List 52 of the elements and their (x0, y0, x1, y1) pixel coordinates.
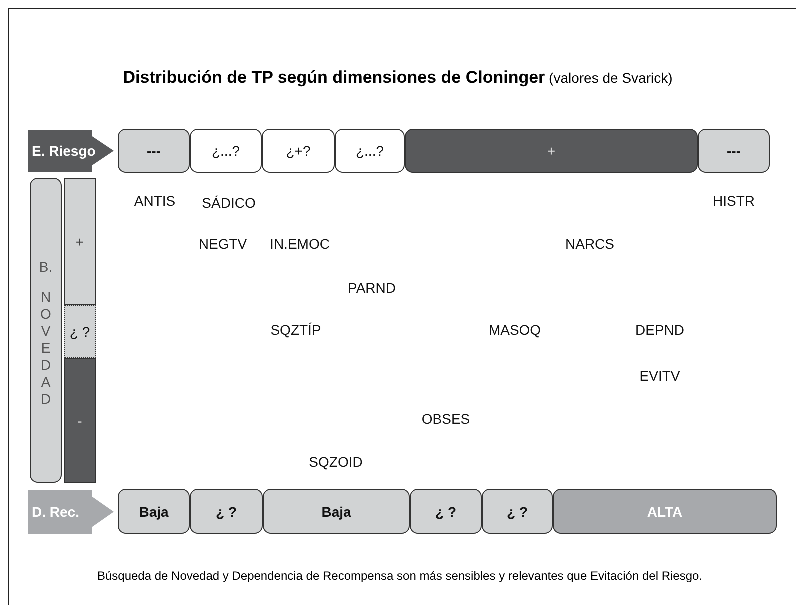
value-box (262, 129, 335, 173)
value-box (553, 489, 777, 534)
disorder-label: MASOQ (488, 322, 542, 338)
disorder-label: PARND (348, 280, 396, 296)
value-box (263, 489, 410, 534)
disorder-label: IN.EMOC (270, 236, 330, 252)
disorder-label: OBSES (422, 411, 470, 427)
value-label: ALTA (647, 504, 683, 520)
caption: Búsqueda de Novedad y Dependencia de Recompensa son más sensibles y relevantes que Evitación del Riesgo. (97, 569, 703, 583)
value-box (335, 129, 405, 173)
value-label: --- (147, 143, 161, 159)
value-label: Baja (139, 504, 169, 520)
value-label: --- (727, 143, 741, 159)
axis-label-bar (30, 178, 62, 483)
disorder-label: DEPND (636, 322, 684, 338)
disorder-label: SQZTÍP (270, 322, 322, 338)
disorder-label: NEGTV (198, 236, 248, 252)
value-label: - (78, 412, 82, 428)
value-box (190, 489, 263, 534)
axis-label: B. (39, 259, 53, 275)
value-box (64, 178, 96, 305)
value-box (482, 489, 553, 534)
disorder-label: HISTR (713, 193, 755, 209)
value-box (64, 305, 96, 358)
disorder-label: NARCS (566, 236, 614, 252)
value-box (698, 129, 770, 173)
arrow-tag (28, 490, 114, 534)
value-box (118, 489, 190, 534)
value-box (190, 129, 262, 173)
disorder-label: EVITV (640, 368, 680, 384)
value-label: ¿...? (356, 143, 384, 159)
row-label: E. Riesgo (32, 143, 96, 159)
axis-label: NOVEDAD (39, 289, 53, 408)
disorder-label: ANTIS (134, 193, 176, 209)
value-label: ¿+? (286, 143, 311, 159)
value-box (405, 129, 698, 173)
row-label: D. Rec. (32, 504, 80, 520)
value-label: ¿ ? (507, 504, 528, 520)
value-box (410, 489, 482, 534)
value-label: + (76, 234, 84, 250)
disorder-label: SÁDICO (202, 195, 256, 211)
arrow-tag (28, 130, 114, 172)
value-label: ¿ ? (70, 324, 90, 340)
value-box (118, 129, 190, 173)
value-box (64, 358, 96, 483)
value-label: ¿...? (212, 143, 240, 159)
disorder-label: SQZOID (309, 454, 363, 470)
value-label: ¿ ? (436, 504, 456, 520)
title: Distribución de TP según dimensiones de Cloninger (valores de Svarick) (123, 68, 673, 88)
value-label: + (547, 143, 556, 159)
value-label: ¿ ? (216, 504, 237, 520)
value-label: Baja (322, 504, 352, 520)
